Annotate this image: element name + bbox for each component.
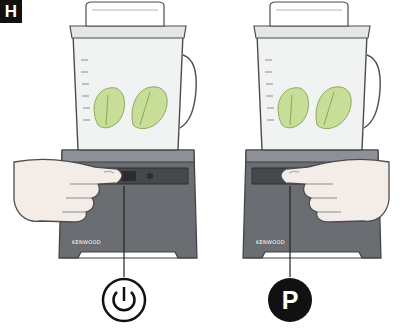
node-text: P	[282, 288, 299, 313]
brand-label: KENWOOD	[72, 240, 101, 245]
node-text: H	[5, 3, 17, 20]
callout-symbol: P	[268, 278, 312, 322]
brand-label: KENWOOD	[256, 240, 285, 245]
step-letter: H	[0, 0, 22, 23]
